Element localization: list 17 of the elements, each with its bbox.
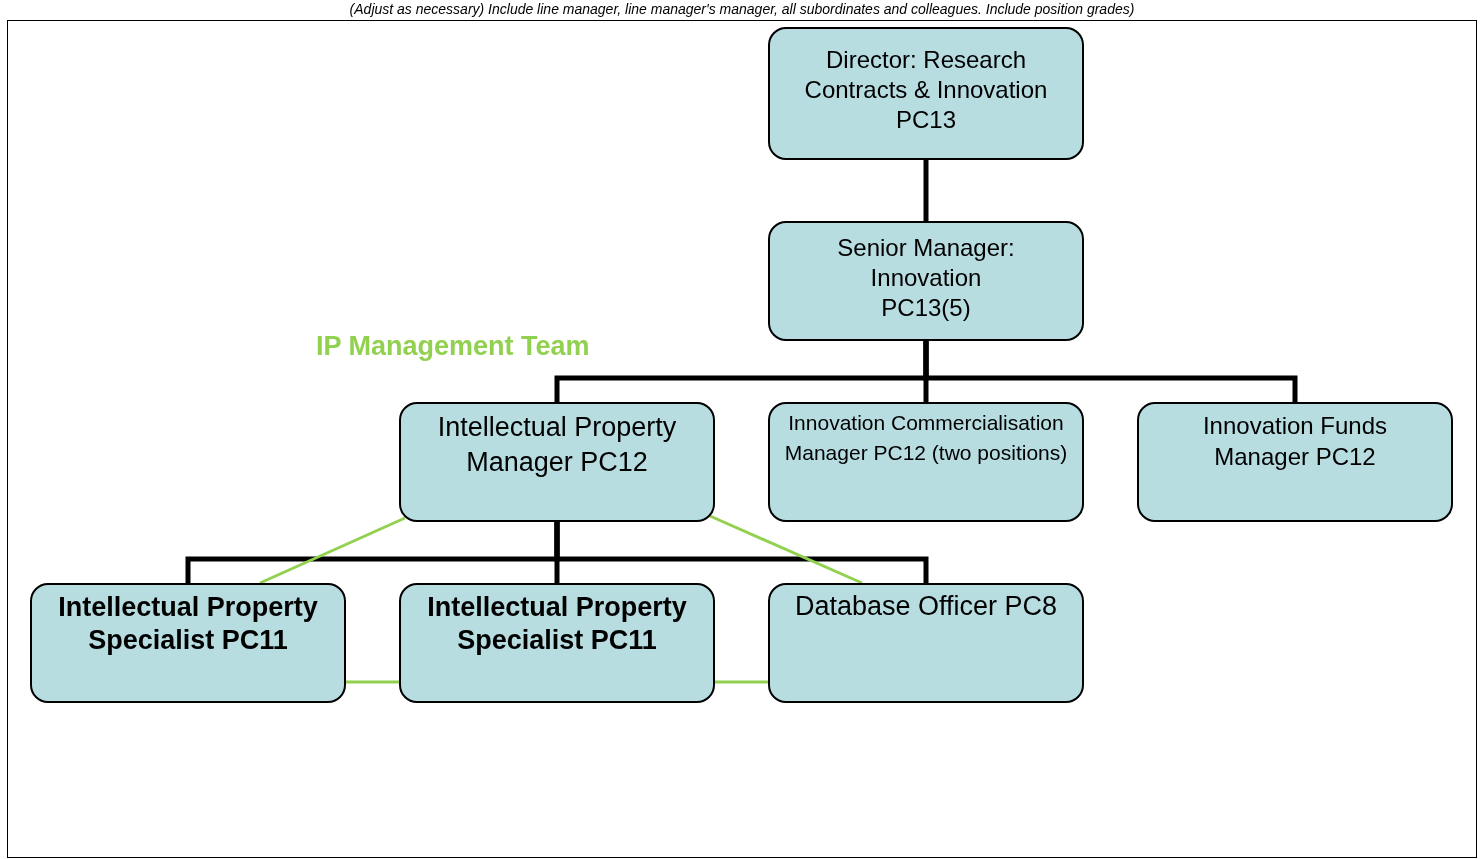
instruction-note: (Adjust as necessary) Include line manager, line manager's manager, all subordinates and colleagues. Include position grades) <box>348 0 1136 18</box>
position-box: Senior Manager: Innovation PC13(5) <box>768 221 1084 341</box>
connector-line <box>259 516 406 585</box>
position-box: Intellectual Property Specialist PC11 <box>30 583 346 703</box>
connector-line <box>554 522 929 583</box>
connector-line <box>923 160 929 221</box>
connector-line <box>346 680 399 684</box>
connector-line <box>709 514 863 585</box>
position-box: Director: Research Contracts & Innovation PC13 <box>768 27 1084 160</box>
connector-line <box>715 680 768 684</box>
position-box: Intellectual Property Specialist PC11 <box>399 583 715 703</box>
connector-line <box>923 341 1298 402</box>
position-box: Intellectual Property Manager PC12 <box>399 402 715 522</box>
position-box: Innovation Funds Manager PC12 <box>1137 402 1453 522</box>
position-box: Database Officer PC8 <box>768 583 1084 703</box>
position-box: Innovation Commercialisation Manager PC12 (two positions) <box>768 402 1084 522</box>
team-title: IP Management Team <box>316 330 590 362</box>
